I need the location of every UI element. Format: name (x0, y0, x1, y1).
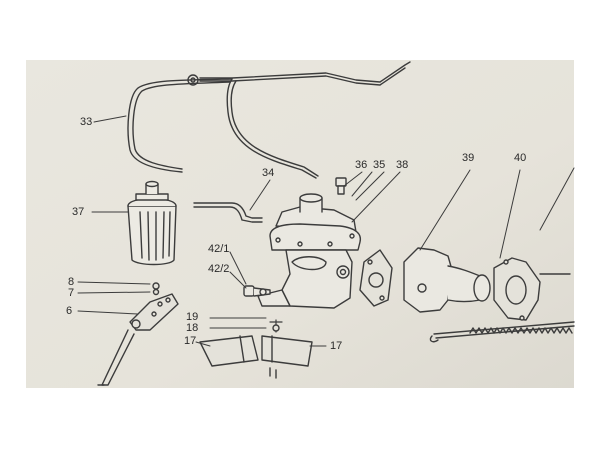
spacer-block (403, 247, 491, 313)
part-label-35: 35 (373, 159, 386, 171)
part-label-6: 6 (66, 305, 73, 317)
flange-40 (493, 257, 541, 321)
spring-coils (469, 327, 573, 334)
part-label-19: 19 (186, 311, 199, 323)
part-label-34: 34 (262, 167, 275, 179)
gasket-39 (359, 249, 393, 307)
bracket-right (261, 335, 313, 367)
part-label-36: 36 (355, 159, 368, 171)
fuel-pump-38 (257, 193, 362, 309)
bracket-left (199, 335, 259, 367)
pipe-34 (193, 202, 263, 223)
part-label-39: 39 (462, 152, 475, 164)
bolt-36 (335, 177, 347, 195)
part-label-8: 8 (68, 276, 75, 288)
filter-37 (127, 180, 177, 266)
part-label-37: 37 (72, 206, 85, 218)
part-label-17-right: 17 (330, 340, 343, 352)
fuel-pipe (127, 61, 411, 179)
part-label-17-left: 17 (184, 335, 197, 347)
lever-6 (129, 293, 179, 331)
part-label-40: 40 (514, 152, 527, 164)
bolt-42 (243, 285, 271, 297)
part-label-38: 38 (396, 159, 409, 171)
linkage-rod (101, 329, 135, 386)
part-label-7: 7 (68, 287, 75, 299)
part-label-42-2: 42/2 (208, 263, 230, 275)
part-label-18: 18 (186, 322, 199, 334)
part-label-42-1: 42/1 (208, 243, 230, 255)
part-label-33: 33 (80, 116, 93, 128)
